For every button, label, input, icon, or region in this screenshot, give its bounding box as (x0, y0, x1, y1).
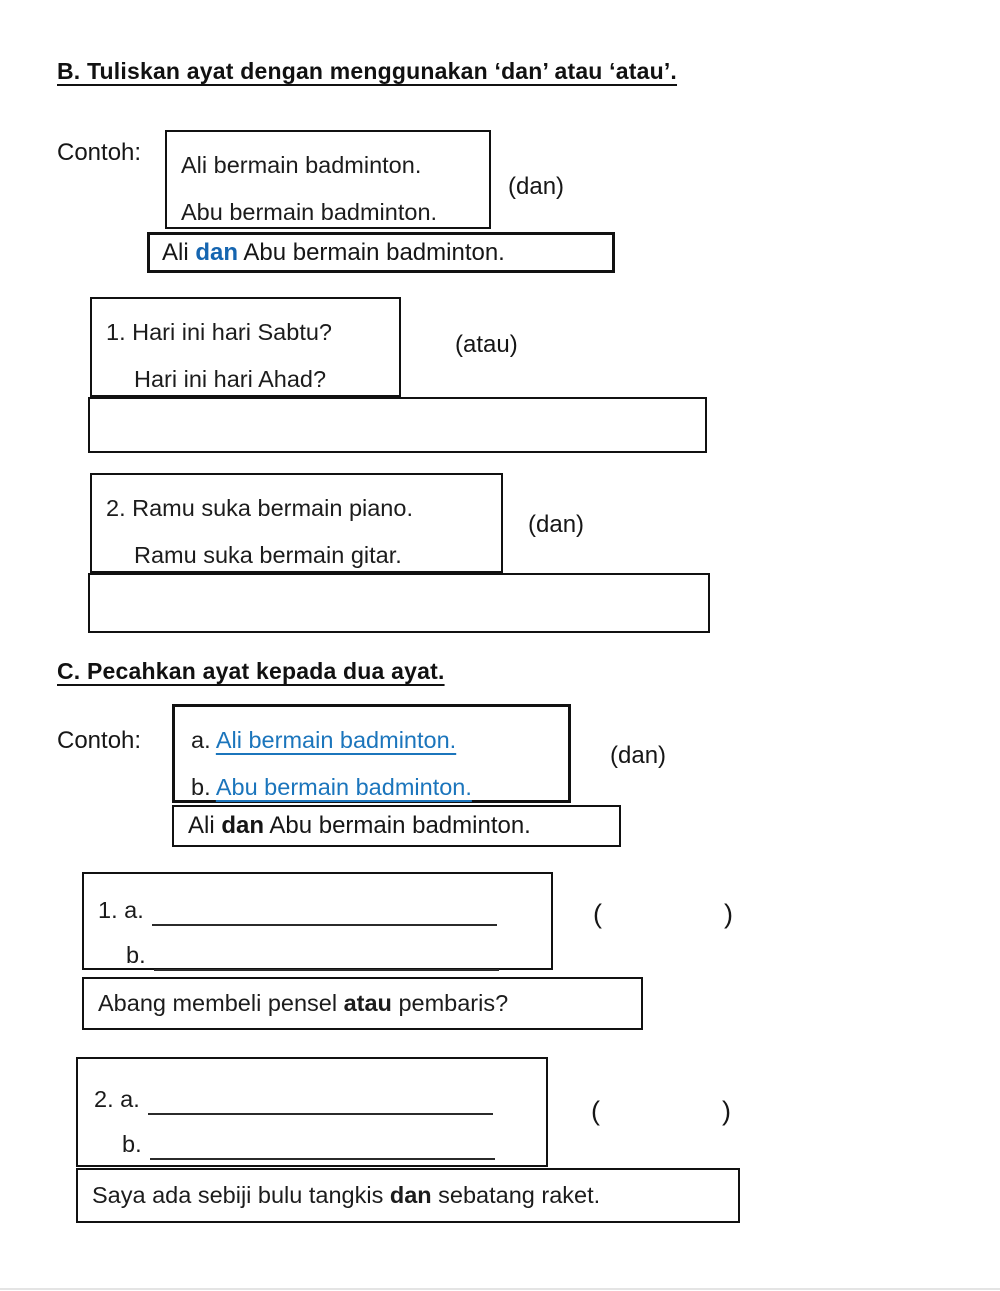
source-conjunction: dan (221, 812, 265, 839)
source-post: Abu bermain badminton. (264, 812, 531, 839)
example-sentences-box-b: Ali bermain badminton. Abu bermain badmi… (165, 130, 491, 229)
example-b-text: Abu bermain badminton. (215, 774, 472, 800)
example-answer-text: Ali dan Abu bermain badminton. (162, 239, 505, 267)
question-box-c2: 2. a. b. (76, 1057, 548, 1167)
answer-post: Abu bermain badminton. (238, 238, 505, 266)
section-c-title: C. Pecahkan ayat kepada dua ayat. (57, 658, 445, 684)
answer-conjunction: dan (195, 238, 239, 266)
sentence-post: pembaris? (391, 990, 509, 1016)
contoh-label-c: Contoh: (57, 727, 142, 754)
example-split-box-c: a. Ali bermain badminton. b. Abu bermain… (172, 704, 571, 803)
sentence-conjunction: atau (343, 990, 392, 1016)
question-c1-b-label: b. (126, 942, 146, 968)
question-b2-line2: Ramu suka bermain gitar. (134, 542, 402, 568)
sentence-conjunction: dan (389, 1182, 432, 1208)
paren-open-c1: ( (593, 899, 602, 929)
question-c2-b-label: b. (122, 1131, 142, 1157)
question-b2-line1: 2. Ramu suka bermain piano. (106, 495, 413, 521)
answer-pre: Ali (162, 238, 196, 266)
source-sentence-c1: Abang membeli pensel atau pembaris? (98, 990, 508, 1017)
source-sentence-box-c2: Saya ada sebiji bulu tangkis dan sebatan… (76, 1168, 740, 1223)
question-box-b1: 1. Hari ini hari Sabtu? Hari ini hari Ah… (90, 297, 401, 397)
paren-close-c2: ) (722, 1096, 731, 1126)
example-a-text: Ali bermain badminton. (215, 727, 457, 753)
example-b-label: b. (191, 774, 211, 800)
sentence-post: sebatang raket. (431, 1182, 601, 1208)
source-sentence-c2: Saya ada sebiji bulu tangkis dan sebatan… (92, 1182, 600, 1209)
example-answer-box-b: Ali dan Abu bermain badminton. (147, 232, 615, 273)
paren-close-c1: ) (724, 899, 733, 929)
question-box-b2: 2. Ramu suka bermain piano. Ramu suka be… (90, 473, 503, 573)
example-source-box-c: Ali dan Abu bermain badminton. (172, 805, 621, 847)
answer-blank-c1b[interactable] (153, 939, 499, 971)
page-scan-edge (0, 1288, 1000, 1290)
example-a-label: a. (191, 727, 211, 753)
source-sentence-box-c1: Abang membeli pensel atau pembaris? (82, 977, 643, 1030)
sentence-pre: Abang membeli pensel (98, 990, 344, 1016)
answer-blank-c2b[interactable] (149, 1128, 495, 1160)
example-line-2: Abu bermain badminton. (181, 199, 438, 225)
question-b1-line2: Hari ini hari Ahad? (134, 366, 327, 392)
connector-label-b1: (atau) (455, 331, 518, 358)
connector-label-b-example: (dan) (508, 173, 565, 200)
question-c1-a-label: 1. a. (98, 897, 144, 923)
answer-input-box-b2[interactable] (88, 573, 710, 633)
contoh-label-b: Contoh: (57, 139, 142, 166)
question-box-c1: 1. a. b. (82, 872, 553, 971)
answer-blank-c2a[interactable] (147, 1083, 493, 1115)
paren-open-c2: ( (591, 1096, 600, 1126)
example-line-1: Ali bermain badminton. (181, 152, 422, 178)
connector-label-c-example: (dan) (610, 742, 667, 769)
question-b1-line1: 1. Hari ini hari Sabtu? (106, 319, 332, 345)
sentence-pre: Saya ada sebiji bulu tangkis (92, 1182, 390, 1208)
answer-blank-c1a[interactable] (151, 894, 497, 926)
connector-label-b2: (dan) (528, 511, 585, 538)
answer-input-box-b1[interactable] (88, 397, 707, 453)
example-source-text: Ali dan Abu bermain badminton. (188, 812, 531, 840)
section-b-title: B. Tuliskan ayat dengan menggunakan ‘dan… (57, 58, 678, 84)
question-c2-a-label: 2. a. (94, 1086, 140, 1112)
source-pre: Ali (188, 812, 222, 839)
